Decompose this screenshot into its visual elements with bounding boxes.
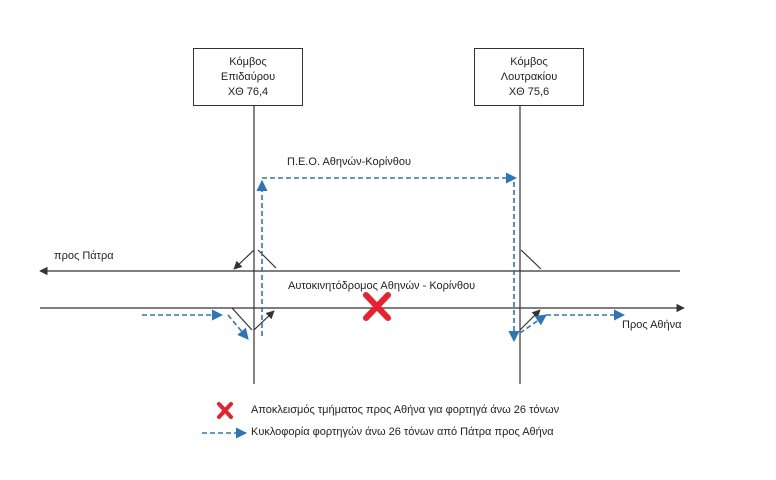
ramp-epidavros-exit-east (231, 307, 253, 331)
node-loutraki-place: Λουτρακίου (500, 70, 558, 83)
legend-closure-x-icon (217, 402, 233, 419)
node-loutraki-name: Κόμβος (510, 55, 548, 68)
detour-entry-ramp (519, 314, 547, 334)
motorway-label: Αυτοκινητόδρομος Αθηνών - Κορίνθου (288, 280, 476, 292)
ramp-loutraki-exit-east (519, 309, 541, 331)
node-box-loutraki: Κόμβος Λουτρακίου ΧΘ 75,6 (474, 48, 584, 106)
node-epidavros-place: Επιδαύρου (220, 70, 276, 83)
ramp-epidavros-exit-west (233, 249, 255, 270)
node-epidavros-km: ΧΘ 76,4 (227, 85, 269, 98)
closure-x-icon (363, 292, 391, 321)
detour-exit-ramp (227, 314, 249, 340)
ramp-epidavros-entry-west (257, 249, 277, 269)
ramp-loutraki-entry-west (520, 249, 542, 270)
to-athens-label: Προς Αθήνα (622, 319, 682, 331)
peo-road-label: Π.Ε.Ο. Αθηνών-Κορίνθου (287, 156, 412, 168)
node-loutraki-km: ΧΘ 75,6 (508, 85, 550, 98)
legend-closure-text: Αποκλεισμός τμήματος προς Αθήνα για φορτ… (251, 404, 560, 416)
node-epidavros-name: Κόμβος (229, 55, 267, 68)
to-patra-label: προς Πάτρα (54, 250, 114, 262)
detour-route (142, 172, 626, 343)
legend-detour-text: Κυκλοφορία φορτηγών άνω 26 τόνων από Πάτ… (251, 426, 554, 438)
node-box-epidavros: Κόμβος Επιδαύρου ΧΘ 76,4 (193, 48, 303, 106)
ramp-epidavros-entry-east (253, 310, 275, 331)
